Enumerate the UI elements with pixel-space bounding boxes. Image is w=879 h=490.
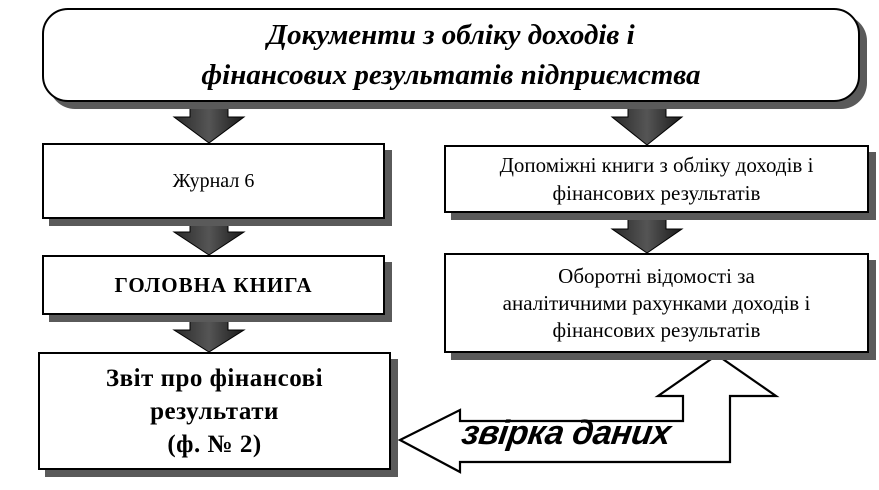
down-arrow-aux-turnover xyxy=(610,214,684,254)
aux-line1: Допоміжні книги з обліку доходів і xyxy=(499,153,814,177)
financial-report-box: Звіт про фінансові результати (ф. № 2) xyxy=(38,352,391,470)
report-line3: (ф. № 2) xyxy=(167,430,262,458)
report-line1: Звіт про фінансові xyxy=(105,364,324,392)
report-line2: результати xyxy=(150,397,279,425)
reconciliation-arrow xyxy=(397,353,780,474)
documents-box: Документи з обліку доходів і фінансових … xyxy=(42,8,860,102)
documents-title-line1: Документи з обліку доходів і xyxy=(267,19,635,51)
turnover-line1: Оборотні відомості за xyxy=(558,263,755,288)
turnover-line2: аналітичними рахунками доходів і xyxy=(502,290,811,315)
auxiliary-books-box: Допоміжні книги з обліку доходів і фінан… xyxy=(444,145,869,213)
down-arrow-top-right xyxy=(610,102,684,146)
journal-label: Журнал 6 xyxy=(172,169,255,192)
general-ledger-label: ГОЛОВНА КНИГА xyxy=(114,272,313,297)
turnover-statements-box: Оборотні відомості за аналітичними рахун… xyxy=(444,253,869,353)
down-arrow-top-left xyxy=(172,102,246,144)
journal-box: Журнал 6 xyxy=(42,143,385,219)
down-arrow-journal-ledger xyxy=(172,220,246,256)
aux-line2: фінансових результатів xyxy=(552,181,761,205)
turnover-line3: фінансових результатів xyxy=(552,317,761,342)
documents-title-line2: фінансових результатів підприємства xyxy=(201,59,701,91)
reconciliation-label: звірка даних xyxy=(459,414,673,452)
general-ledger-box: ГОЛОВНА КНИГА xyxy=(42,255,385,315)
down-arrow-ledger-report xyxy=(172,316,246,353)
